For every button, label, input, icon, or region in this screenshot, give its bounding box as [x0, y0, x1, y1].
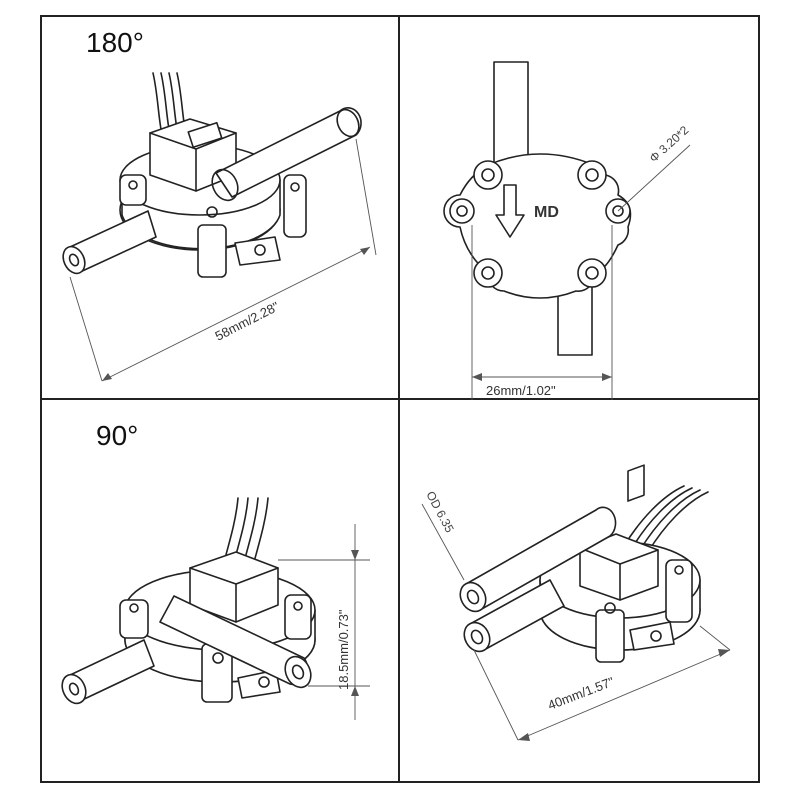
- connector-housing: [579, 464, 659, 601]
- dimension-26mm: 26mm/1.02": [486, 383, 556, 398]
- horizontal-divider: [40, 398, 760, 400]
- length-dimension: [69, 138, 377, 382]
- outlet-tube: [159, 595, 312, 689]
- panel-side-view: OD 6.35 40mm/1.57": [400, 400, 760, 783]
- top-body: [443, 153, 632, 299]
- sensor-drawing-90: 18.5mm/0.73": [61, 497, 370, 720]
- panel-180-view: 180°: [40, 15, 398, 398]
- dimension-40mm: 40mm/1.57": [546, 674, 617, 713]
- width-dimension: [471, 225, 613, 400]
- inlet-tube: [62, 210, 157, 275]
- panel-top-view: MD Φ 3.20*2 26mm/1.02": [400, 15, 760, 400]
- angle-label-180: 180°: [86, 27, 144, 58]
- flow-arrow-icon: [495, 184, 525, 238]
- top-pipe: [493, 61, 529, 165]
- length-dimension: [473, 625, 731, 741]
- sensor-drawing-side: OD 6.35 40mm/1.57": [421, 464, 731, 741]
- sensor-drawing-top: MD Φ 3.20*2 26mm/1.02": [443, 61, 692, 400]
- dimension-18-5mm: 18.5mm/0.73": [336, 609, 351, 690]
- hole-note: Φ 3.20*2: [647, 123, 692, 165]
- panel-90-view: 90°: [40, 400, 398, 783]
- wires: [223, 497, 269, 563]
- sensor-drawing-180: 58mm/2.28": [62, 72, 377, 382]
- angle-label-90: 90°: [96, 420, 139, 451]
- od-note: OD 6.35: [423, 489, 456, 535]
- sensor-body: [539, 541, 701, 663]
- connector-housing: [189, 551, 279, 623]
- logo-text: MD: [534, 204, 559, 221]
- upper-tube: [459, 506, 617, 613]
- hole-leader-line: [617, 144, 691, 212]
- inlet-tube: [61, 639, 155, 705]
- outlet-tube: [211, 107, 362, 202]
- height-dimension: [278, 524, 370, 720]
- od-leader-line: [421, 503, 465, 581]
- dimension-58mm: 58mm/2.28": [213, 299, 282, 344]
- lower-tube: [463, 579, 565, 653]
